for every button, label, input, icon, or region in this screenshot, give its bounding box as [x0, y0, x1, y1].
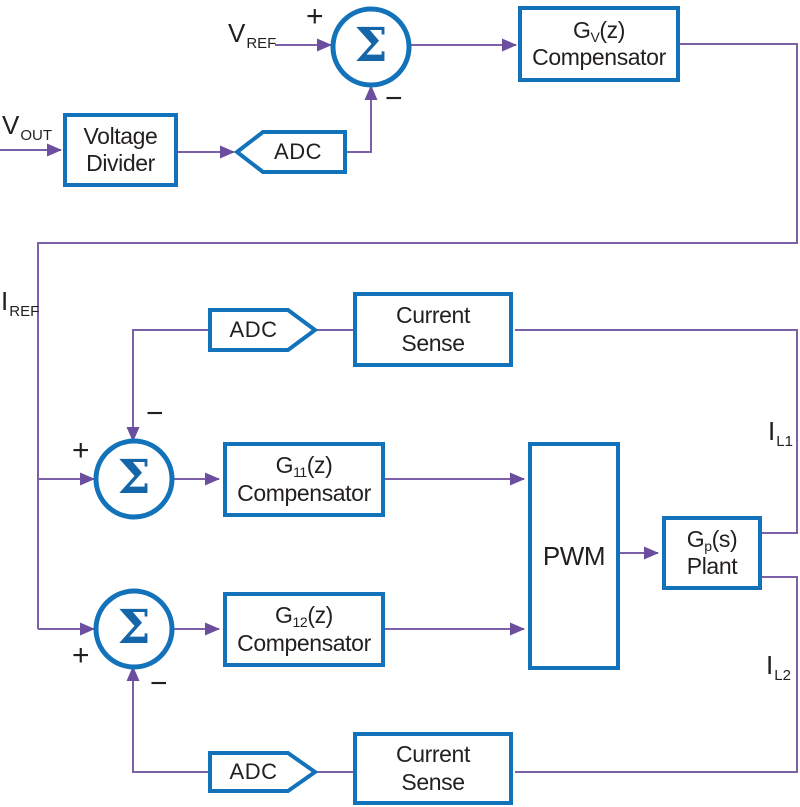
summing-junction-current2	[93, 588, 175, 670]
il1-sub: L1	[776, 433, 793, 450]
vout-base: V	[2, 110, 20, 140]
voltage-divider-line2: Divider	[86, 150, 155, 176]
il2-sub: L2	[774, 667, 791, 684]
g11-compensator-block: G11(z) Compensator	[223, 442, 385, 517]
vref-sub: REF	[246, 35, 277, 52]
plant-main: G	[686, 525, 705, 552]
gv-subscript: V	[590, 28, 600, 45]
plant-line2: Plant	[686, 553, 738, 579]
iref-sub: REF	[9, 303, 40, 320]
vout-sub: OUT	[20, 127, 53, 144]
gv-main: G	[572, 16, 591, 43]
current-sense-bottom-line2: Sense	[401, 768, 465, 795]
sum2-plus-sign: +	[72, 434, 90, 467]
adc-mid-label: ADC	[229, 317, 278, 342]
g12-compensator-block: G12(z) Compensator	[223, 592, 385, 667]
sum1-plus-sign: +	[306, 0, 324, 33]
adc-pentagon-top	[233, 130, 347, 174]
iref-label: IREF	[1, 286, 40, 320]
summing-junction-current1	[93, 438, 175, 520]
plant-block: Gp(s) Plant	[662, 516, 762, 590]
voltage-divider-line1: Voltage	[83, 122, 158, 149]
g12-title: G12(z)	[275, 602, 333, 631]
wire-adc-bottom-to-sum3-minus	[126, 666, 210, 773]
vref-label: VREF	[228, 18, 277, 52]
g11-line2: Compensator	[237, 479, 371, 506]
g12-line2: Compensator	[237, 629, 371, 656]
g11-title: G11(z)	[275, 452, 333, 481]
plant-subscript: p	[704, 537, 712, 554]
wire-plant-il2-to-current-sense	[515, 576, 798, 773]
il1-base: I	[768, 416, 776, 446]
pwm-label: PWM	[542, 540, 606, 571]
sum2-minus-sign: −	[146, 397, 164, 430]
wire-plant-il1-to-current-sense	[515, 329, 798, 534]
pwm-block: PWM	[528, 442, 620, 670]
g11-args: (z)	[306, 452, 333, 479]
wire-gv-feedback-iref	[37, 43, 798, 629]
current-sense-top-line1: Current	[396, 302, 470, 329]
sigma-symbol-current2: Σ	[117, 599, 151, 655]
current-sense-bottom-block: Current Sense	[353, 732, 513, 805]
voltage-divider-block: Voltage Divider	[63, 113, 178, 187]
adc-top-label: ADC	[274, 139, 322, 164]
current-sense-top-block: Current Sense	[353, 292, 513, 367]
vout-label: VOUT	[2, 110, 53, 144]
sigma-symbol-current1: Σ	[117, 449, 151, 505]
gv-title: GV(z)	[572, 16, 626, 45]
plant-title: Gp(s)	[686, 525, 738, 554]
adc-pentagon-bottom	[208, 751, 319, 793]
il2-label: IL2	[766, 650, 791, 684]
il1-label: IL1	[768, 416, 793, 450]
il2-base: I	[766, 650, 774, 680]
sum3-plus-sign: +	[72, 639, 90, 672]
gv-args: (z)	[599, 16, 626, 43]
gv-line2: Compensator	[532, 44, 666, 70]
adc-bottom-label: ADC	[229, 759, 278, 784]
wire-adc-mid-to-sum2-minus	[126, 329, 210, 442]
plant-args: (s)	[711, 525, 738, 552]
gv-compensator-block: GV(z) Compensator	[518, 6, 680, 82]
g12-main: G	[275, 602, 293, 629]
vref-base: V	[228, 18, 246, 48]
sigma-symbol-voltage: Σ	[354, 17, 388, 73]
adc-pentagon-mid	[208, 308, 319, 352]
sum1-minus-sign: −	[385, 82, 403, 115]
current-sense-top-line2: Sense	[401, 329, 465, 356]
g11-main: G	[275, 452, 294, 479]
g12-args: (z)	[307, 602, 333, 629]
iref-base: I	[1, 286, 9, 316]
wire-adc-top-to-sum1	[345, 85, 378, 153]
summing-junction-voltage	[330, 6, 412, 88]
current-sense-bottom-line1: Current	[396, 741, 470, 768]
g11-subscript: 11	[293, 464, 307, 481]
sum3-minus-sign: −	[150, 667, 168, 700]
g12-subscript: 12	[292, 614, 308, 631]
